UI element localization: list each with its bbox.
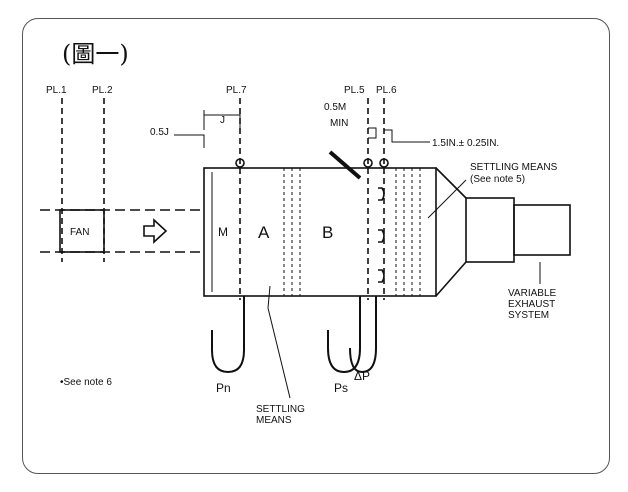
dim-05j [174,134,205,148]
fan-box [59,209,105,253]
label-note: •See note 6 [60,377,112,388]
label-chamber-a: A [258,223,270,242]
label-settling-bottom-2: MEANS [256,415,292,426]
label-exhaust-3: SYSTEM [508,310,549,321]
label-settling-bottom-1: SETTLING [256,404,305,415]
manometer-dp [349,296,377,374]
chamber-body [203,167,437,297]
label-settling-right-1: SETTLING MEANS [470,162,558,173]
label-pl5: PL.5 [344,85,365,96]
label-05m: 0.5M [324,102,346,113]
figure-frame [22,18,610,474]
manometer-pn [211,296,245,374]
fitting-1 [378,187,385,201]
leader-settling-bottom [267,285,271,309]
taper-top [435,167,467,199]
label-min: MIN [330,118,348,129]
label-exhaust-1: VARIABLE [508,288,556,299]
label-pl2: PL.2 [92,85,113,96]
flow-arrow [143,218,168,244]
label-pn: Pn [216,381,231,395]
label-tolerance: 1.5IN.± 0.25IN. [432,138,499,149]
figure-title: (圖一) [62,40,129,68]
label-05j: 0.5J [150,127,169,138]
label-ps: Ps [334,381,348,395]
dim-05m [368,127,377,139]
label-pl7: PL.7 [226,85,247,96]
label-j: J [220,115,225,126]
tap-pl7 [235,158,245,168]
label-fan: FAN [70,227,89,238]
leader-settling-bottom-2 [267,307,291,399]
tap-pl6 [379,158,389,168]
label-pl6: PL.6 [376,85,397,96]
label-settling-right-2: (See note 5) [470,174,525,185]
label-dp: ΔP [354,369,370,383]
label-m: M [218,225,228,239]
manometer-ps [327,296,361,374]
exhaust-unit [513,204,571,256]
dim-j [203,110,241,130]
leader-settling-right [427,179,467,219]
dim-tolerance [384,129,430,143]
exhaust-duct [465,197,515,263]
fitting-2 [378,229,385,243]
label-chamber-b: B [322,223,333,242]
fitting-3 [378,269,385,283]
tap-pl5 [363,158,373,168]
probe [328,150,362,180]
taper-bottom [435,261,467,297]
label-pl1: PL.1 [46,85,67,96]
label-exhaust-2: EXHAUST [508,299,555,310]
